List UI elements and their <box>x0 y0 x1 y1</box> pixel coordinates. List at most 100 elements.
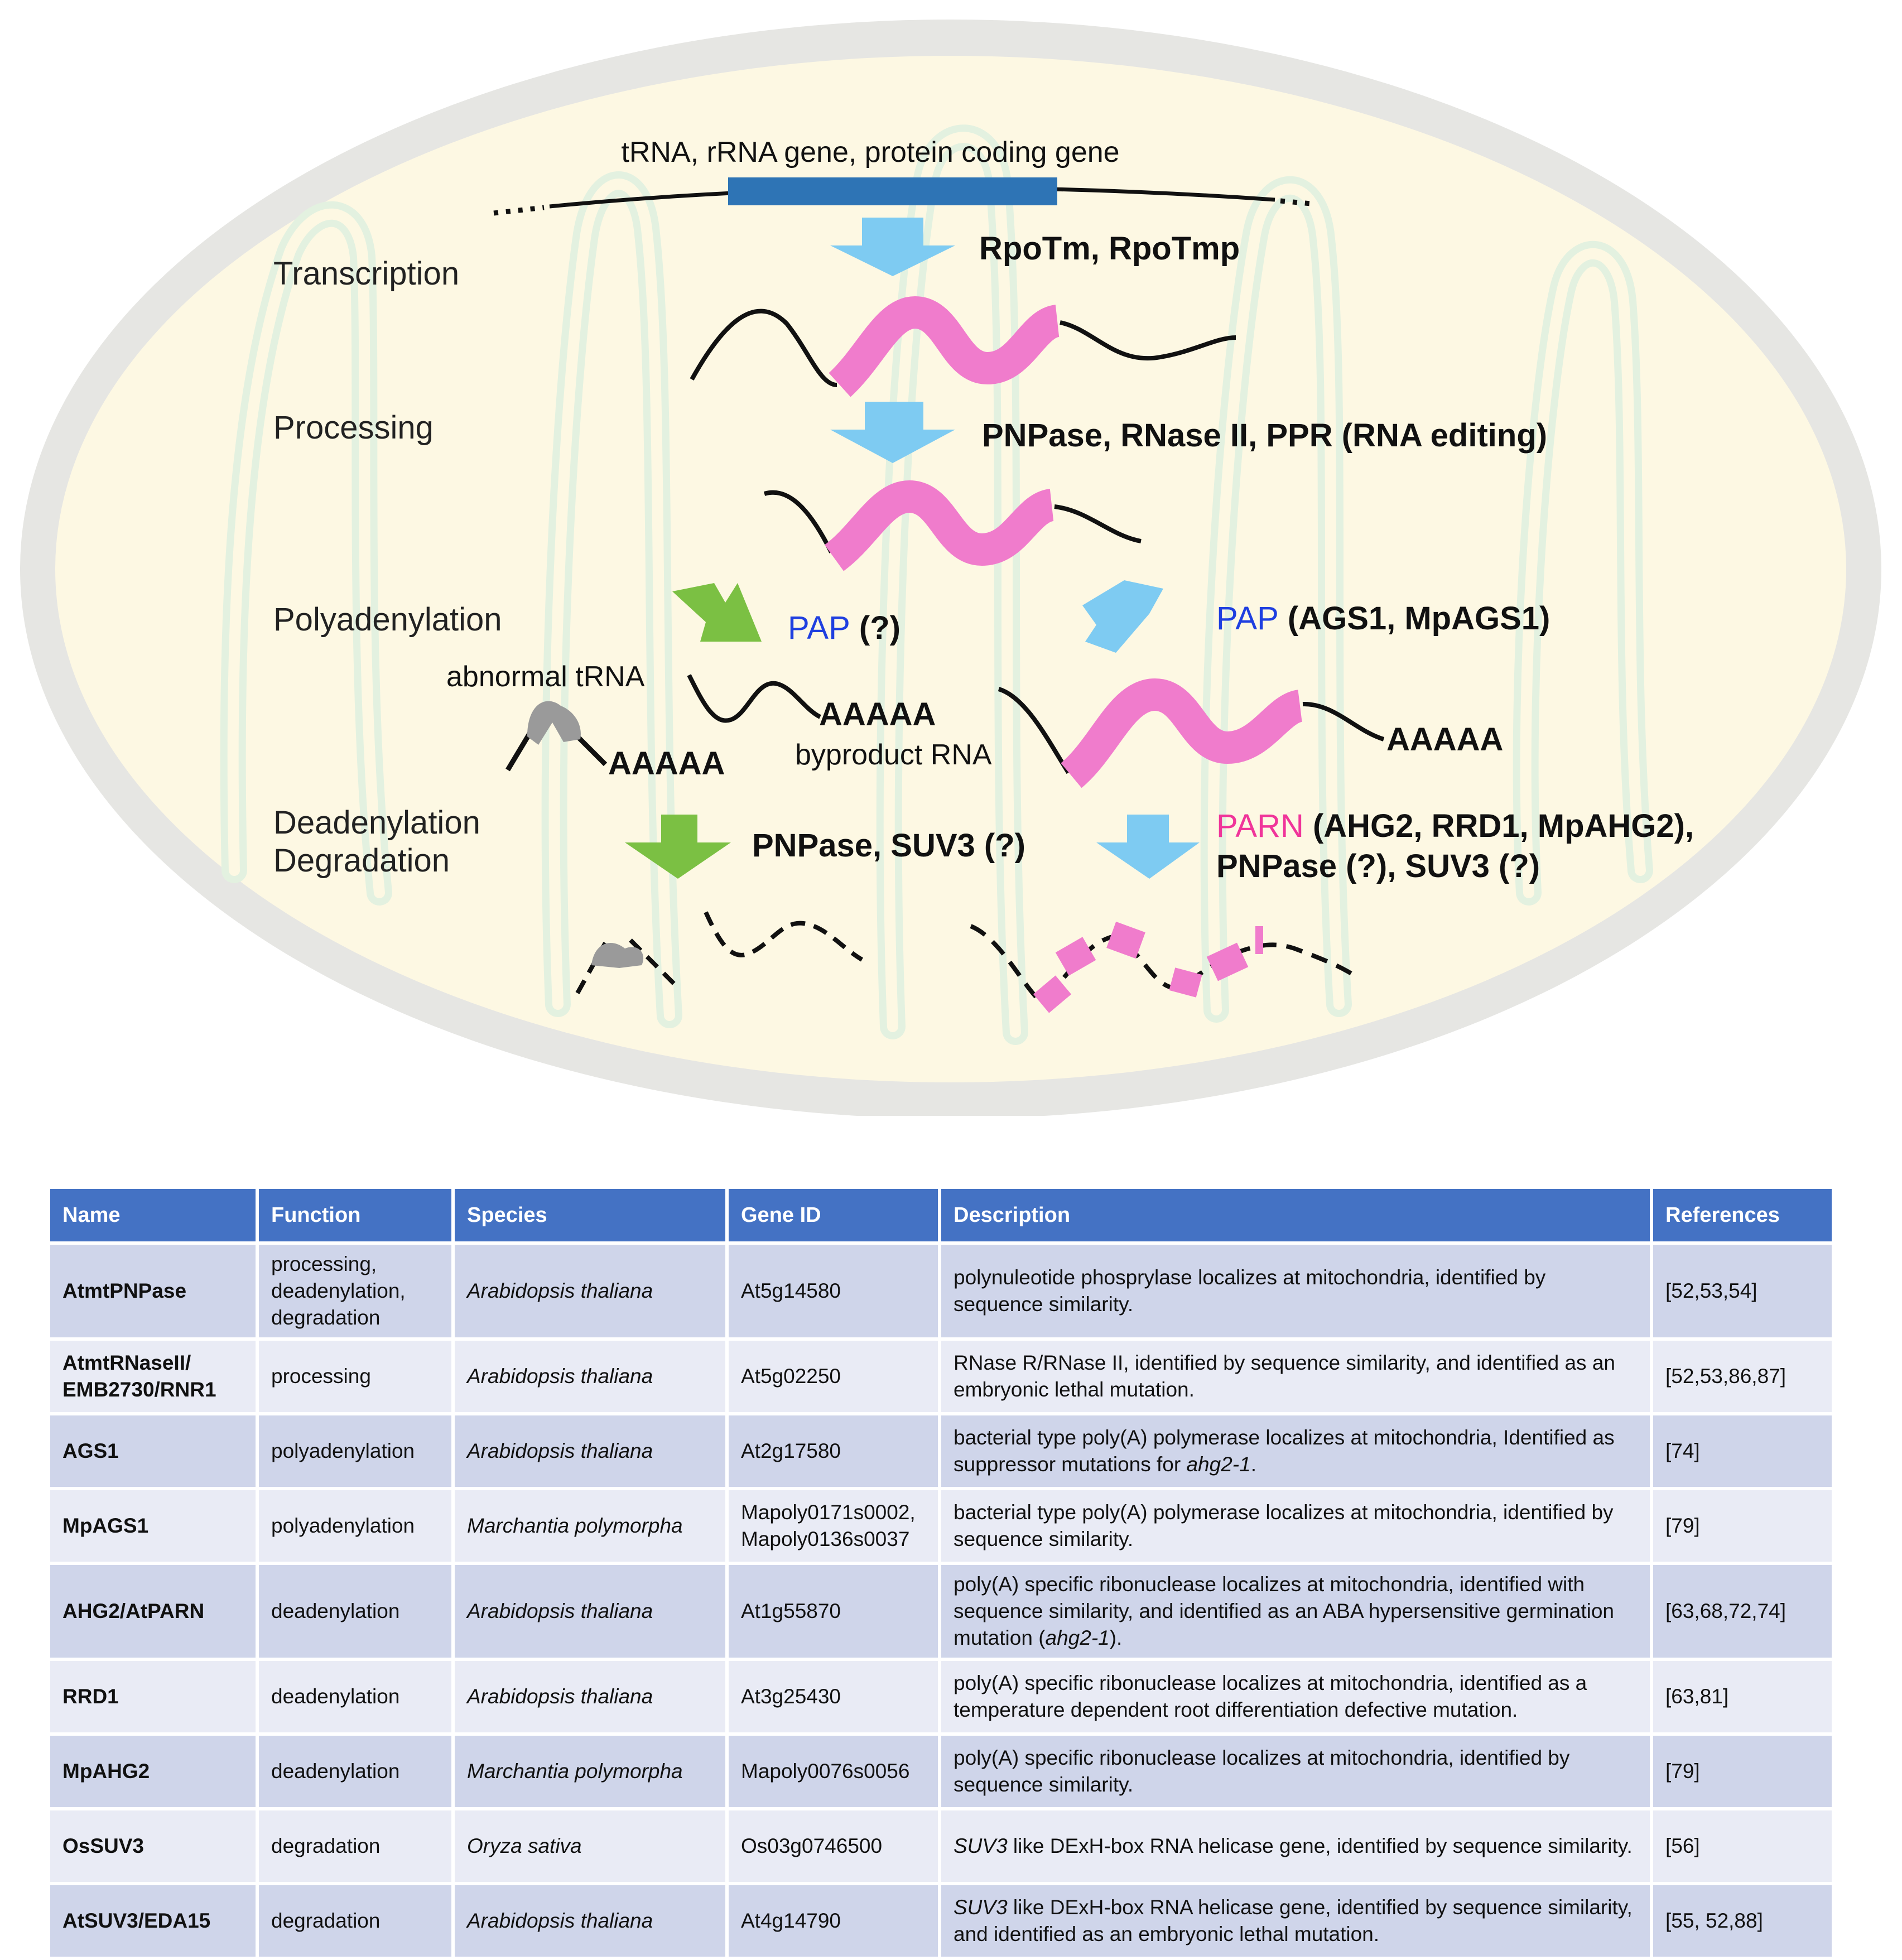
description-text: bacterial type poly(A) polymerase locali… <box>954 1426 1615 1476</box>
dna-dots-right <box>1280 198 1312 206</box>
enzyme-table: Name Function Species Gene ID Descriptio… <box>47 1186 1835 1960</box>
cell-description: polynuleotide phosprylase localizes at m… <box>941 1245 1650 1337</box>
cell-species: Arabidopsis thaliana <box>455 1661 725 1732</box>
cell-function: deadenylation <box>259 1661 451 1732</box>
cell-function: processing <box>259 1341 451 1412</box>
cell-name: MpAGS1 <box>50 1490 256 1562</box>
stage-transcription: Transcription <box>273 256 459 292</box>
cell-name: AtmtPNPase <box>50 1245 256 1337</box>
cell-gene-id: At1g55870 <box>729 1565 938 1658</box>
cell-description: bacterial type poly(A) polymerase locali… <box>941 1490 1650 1562</box>
enzymes-transcription: RpoTm, RpoTmp <box>979 230 1240 267</box>
degraded-trna-body <box>591 943 644 968</box>
cell-species: Marchantia polymorpha <box>455 1490 725 1562</box>
parn-rest: (AHG2, RRD1, MpAHG2), <box>1304 808 1694 844</box>
pap-right-name: PAP <box>1216 600 1279 637</box>
cell-name: AGS1 <box>50 1415 256 1487</box>
byproduct-rna <box>687 674 821 723</box>
cell-function: processing, deadenylation, degradation <box>259 1245 451 1337</box>
description-text-end: . <box>1250 1453 1256 1476</box>
polyA-mrna-coding <box>1060 678 1304 788</box>
cell-references: [55, 52,88] <box>1653 1885 1832 1957</box>
parn-line2: PNPase (?), SUV3 (?) <box>1216 848 1540 884</box>
description-text-end: like DExH-box RNA helicase gene, identif… <box>954 1895 1633 1945</box>
parn-name: PARN <box>1216 808 1304 844</box>
description-italic: SUV3 <box>954 1895 1008 1919</box>
cell-description: RNase R/RNase II, identified by sequence… <box>941 1341 1650 1412</box>
header-function: Function <box>259 1189 451 1241</box>
cell-function: degradation <box>259 1810 451 1882</box>
cell-species: Arabidopsis thaliana <box>455 1415 725 1487</box>
cell-species: Arabidopsis thaliana <box>455 1565 725 1658</box>
cell-gene-id: At3g25430 <box>729 1661 938 1732</box>
stage-deadenylation: Deadenylation <box>273 805 480 841</box>
enzymes-degradation-left: PNPase, SUV3 (?) <box>752 827 1025 864</box>
degraded-byproduct-fragment <box>704 911 864 962</box>
header-name: Name <box>50 1189 256 1241</box>
abnormal-trna-body <box>527 701 581 745</box>
primary-transcript-left <box>690 309 837 387</box>
header-references: References <box>1653 1189 1832 1241</box>
description-italic: ahg2-1 <box>1186 1453 1251 1476</box>
cell-name: AtSUV3/EDA15 <box>50 1885 256 1957</box>
cell-species: Arabidopsis thaliana <box>455 1341 725 1412</box>
cell-function: polyadenylation <box>259 1490 451 1562</box>
cell-description: bacterial type poly(A) polymerase locali… <box>941 1415 1650 1487</box>
cell-description: poly(A) specific ribonuclease localizes … <box>941 1565 1650 1658</box>
mitochondrial-rna-pathway-diagram: tRNA, rRNA gene, protein coding gene Tra… <box>20 20 1881 1116</box>
cell-name: MpAHG2 <box>50 1736 256 1807</box>
cell-references: [52,53,86,87] <box>1653 1341 1832 1412</box>
cell-function: degradation <box>259 1885 451 1957</box>
table-row: AtmtRNaseII/ EMB2730/RNR1 processing Ara… <box>50 1341 1832 1412</box>
cell-references: [56] <box>1653 1810 1832 1882</box>
table-row: AtSUV3/EDA15 degradation Arabidopsis tha… <box>50 1885 1832 1957</box>
table-row: RRD1 deadenylation Arabidopsis thaliana … <box>50 1661 1832 1732</box>
table-row: AGS1 polyadenylation Arabidopsis thalian… <box>50 1415 1832 1487</box>
table-row: MpAGS1 polyadenylation Marchantia polymo… <box>50 1490 1832 1562</box>
gene-label: tRNA, rRNA gene, protein coding gene <box>621 136 1119 168</box>
cell-references: [63,68,72,74] <box>1653 1565 1832 1658</box>
cell-references: [79] <box>1653 1736 1832 1807</box>
cell-function: deadenylation <box>259 1736 451 1807</box>
cell-gene-id: Os03g0746500 <box>729 1810 938 1882</box>
cell-gene-id: At5g02250 <box>729 1341 938 1412</box>
polyA-mrna-left <box>998 687 1071 774</box>
pap-right-rest: (AGS1, MpAGS1) <box>1279 600 1551 637</box>
dna-dots-left <box>493 205 545 216</box>
processed-transcript-left <box>763 490 834 553</box>
transcription-arrow <box>830 218 955 276</box>
pap-left-name: PAP <box>788 610 850 646</box>
cristae-inner <box>227 132 1646 1038</box>
description-text-end: like DExH-box RNA helicase gene, identif… <box>1007 1834 1633 1857</box>
cell-description: SUV3 like DExH-box RNA helicase gene, id… <box>941 1810 1650 1882</box>
processing-arrow <box>830 402 955 463</box>
cell-species: Arabidopsis thaliana <box>455 1245 725 1337</box>
polyadenylation-arrow-right <box>1082 580 1163 653</box>
header-gene-id: Gene ID <box>729 1189 938 1241</box>
degraded-mrna-fragment <box>970 924 1357 1001</box>
cell-references: [52,53,54] <box>1653 1245 1832 1337</box>
cell-name: RRD1 <box>50 1661 256 1732</box>
pap-right: PAP (AGS1, MpAGS1) <box>1216 600 1550 637</box>
cell-references: [74] <box>1653 1415 1832 1487</box>
processed-transcript-right <box>1054 504 1142 543</box>
cell-species: Oryza sativa <box>455 1810 725 1882</box>
cell-function: deadenylation <box>259 1565 451 1658</box>
description-text-end: ). <box>1109 1626 1123 1650</box>
processed-transcript-coding <box>824 480 1056 571</box>
mitochondrion-matrix <box>55 56 1846 1082</box>
pap-left-rest: (?) <box>850 610 901 646</box>
cell-name: AHG2/AtPARN <box>50 1565 256 1658</box>
cell-species: Marchantia polymorpha <box>455 1736 725 1807</box>
degradation-arrow-right <box>1096 815 1200 879</box>
cell-name: AtmtRNaseII/ EMB2730/RNR1 <box>50 1341 256 1412</box>
primary-transcript-coding <box>828 296 1061 397</box>
stage-polyadenylation: Polyadenylation <box>273 601 502 638</box>
pap-left: PAP (?) <box>788 610 901 646</box>
cell-gene-id: At5g14580 <box>729 1245 938 1337</box>
enzymes-processing: PNPase, RNase II, PPR (RNA editing) <box>982 417 1547 454</box>
cell-species: Arabidopsis thaliana <box>455 1885 725 1957</box>
description-text: poly(A) specific ribonuclease localizes … <box>954 1572 1614 1650</box>
polyA-byproduct: AAAAA <box>819 696 936 733</box>
cell-name: OsSUV3 <box>50 1810 256 1882</box>
